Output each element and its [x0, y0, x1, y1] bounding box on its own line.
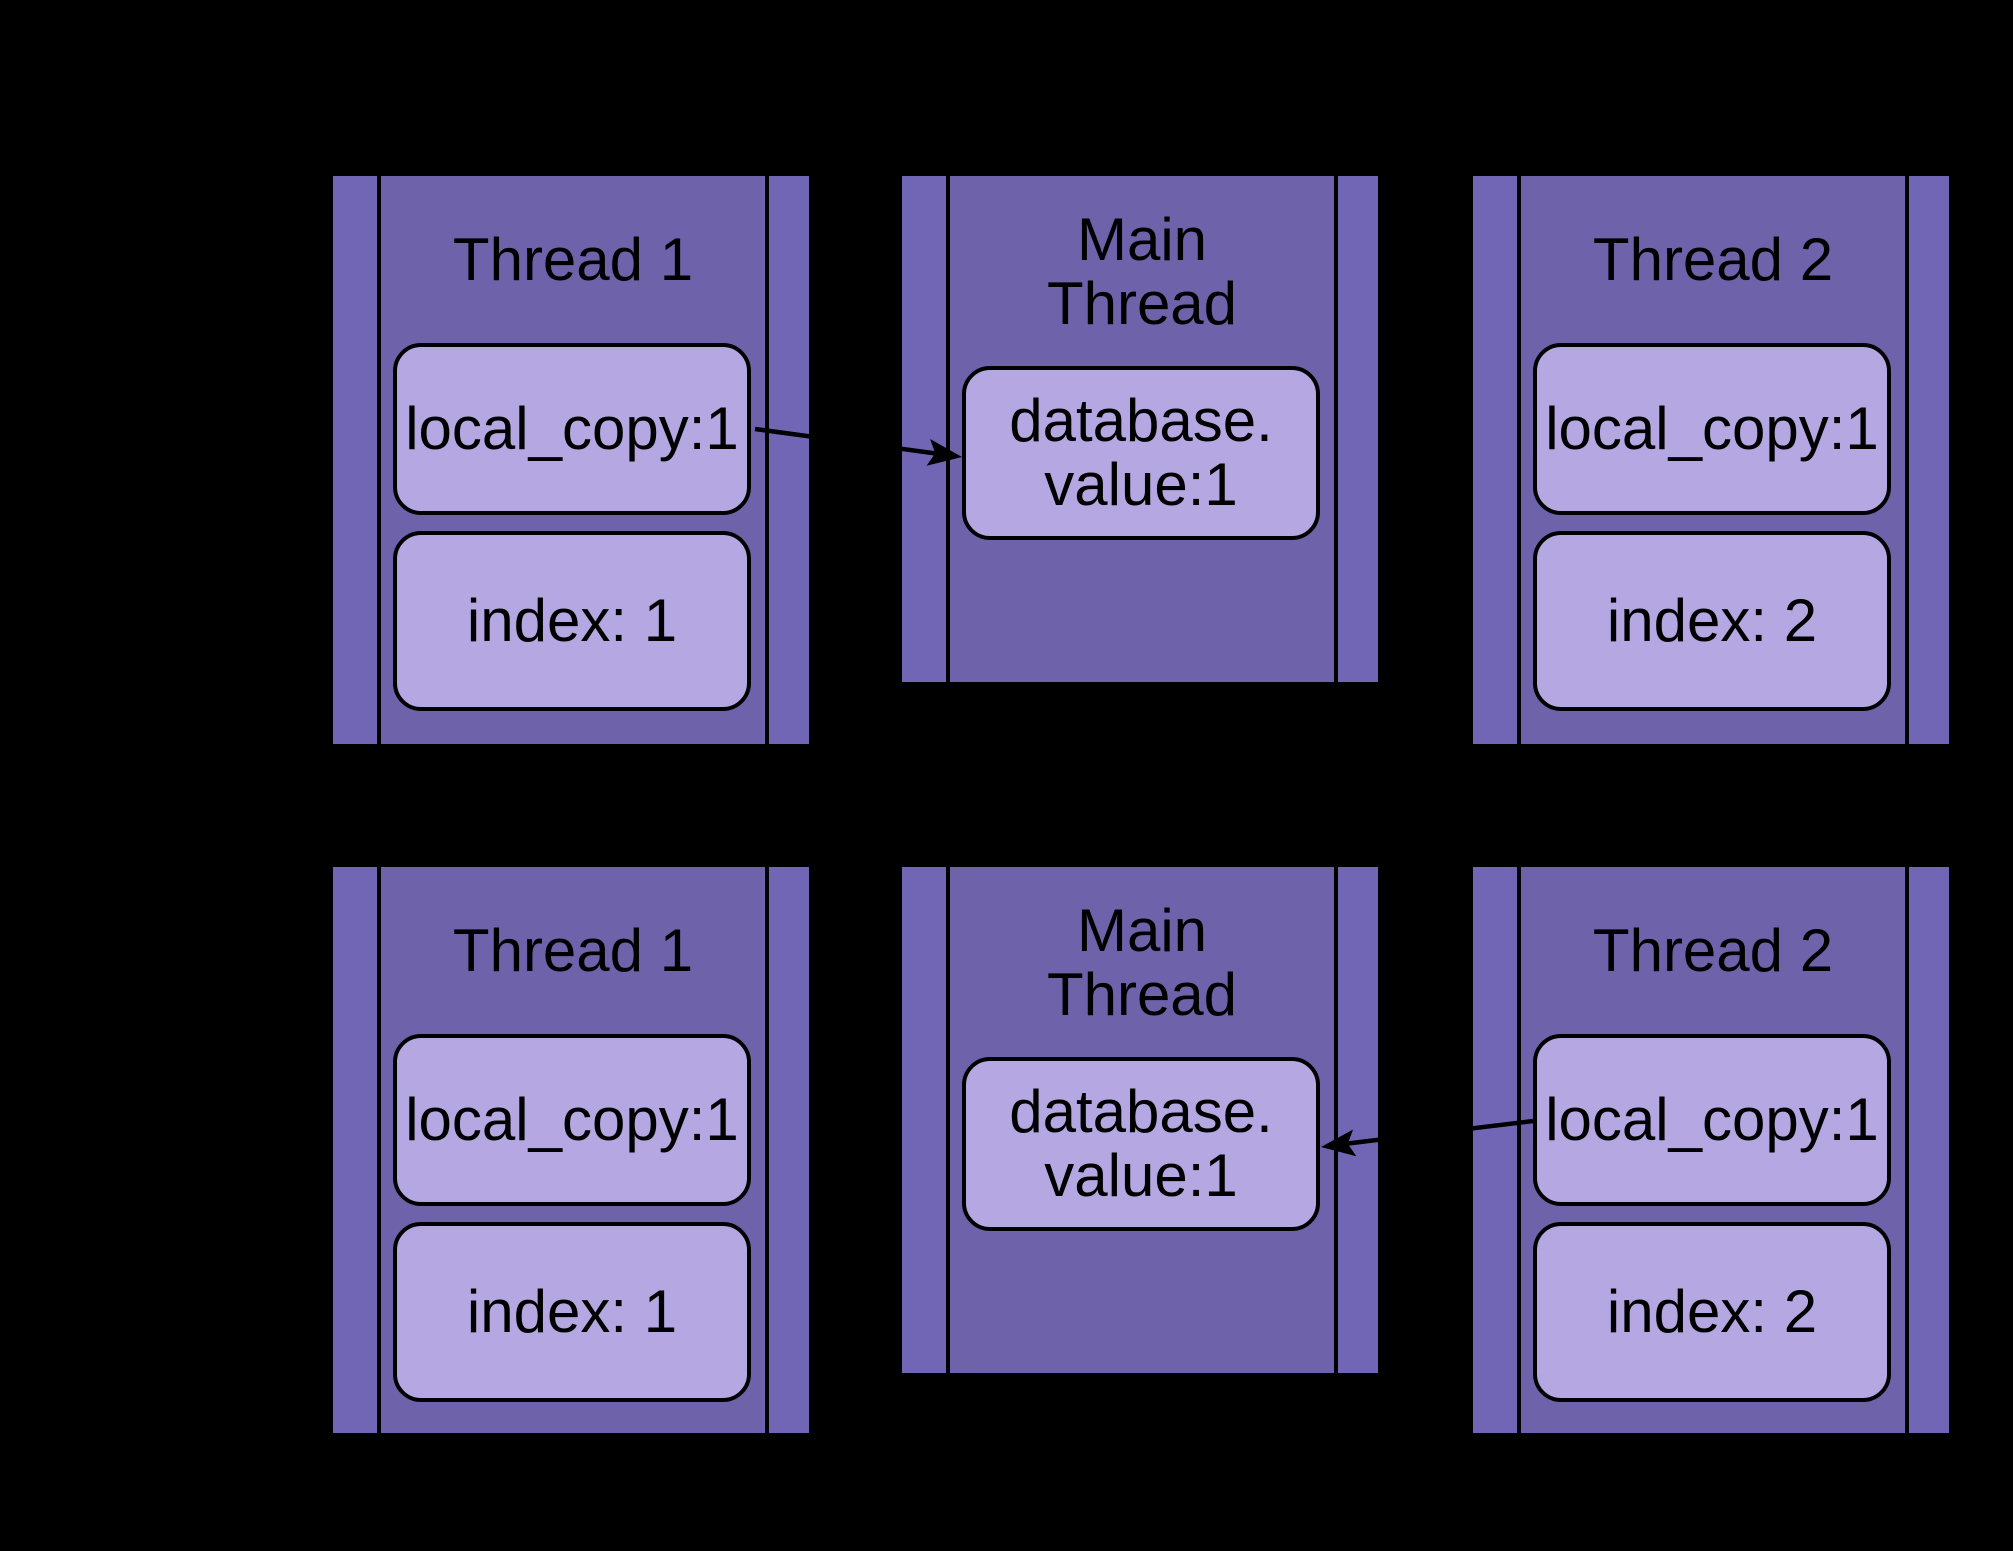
lane-right-rail	[1909, 176, 1949, 744]
row1-thread1-lane: Thread 1 local_copy:1 index: 1	[333, 176, 809, 744]
index-value: index: 2	[1606, 587, 1818, 654]
lane-title: Thread 1	[383, 867, 763, 1034]
lane-right-rail	[1338, 867, 1378, 1373]
database-value-line2: value:1	[1044, 451, 1238, 518]
lane-title-text: Thread 1	[452, 225, 694, 293]
row2-main-thread-lane: Main Thread database. value:1	[902, 867, 1378, 1373]
lane-title: Thread 2	[1523, 176, 1903, 343]
lane-title-text: Thread 2	[1592, 916, 1834, 984]
local-copy-box: local_copy:1	[393, 343, 751, 515]
index-value: index: 1	[466, 1278, 678, 1345]
lane-left-line	[1517, 867, 1521, 1433]
lane-title-text: Thread 2	[1592, 225, 1834, 293]
lane-left-rail	[1473, 176, 1517, 744]
lane-right-line	[1334, 176, 1338, 682]
database-value-line2: value:1	[1044, 1142, 1238, 1209]
lane-left-line	[946, 176, 950, 682]
local-copy-value: local_copy:1	[405, 395, 739, 462]
lane-title: Main Thread	[952, 176, 1332, 368]
index-box: index: 1	[393, 531, 751, 711]
lane-right-line	[765, 867, 769, 1433]
row1-thread2-lane: Thread 2 local_copy:1 index: 2	[1473, 176, 1949, 744]
database-value-box: database. value:1	[962, 1057, 1320, 1231]
local-copy-box: local_copy:1	[1533, 1034, 1891, 1206]
lane-left-rail	[333, 176, 377, 744]
lane-left-rail	[333, 867, 377, 1433]
database-value-line1: database.	[1009, 387, 1273, 454]
lane-right-rail	[1909, 867, 1949, 1433]
lane-left-rail	[902, 867, 946, 1373]
lane-right-line	[765, 176, 769, 744]
index-box: index: 2	[1533, 1222, 1891, 1402]
database-value-line1: database.	[1009, 1078, 1273, 1145]
index-value: index: 2	[1606, 1278, 1818, 1345]
lane-title-text: Thread 1	[452, 916, 694, 984]
lane-left-line	[377, 176, 381, 744]
row2-thread2-lane: Thread 2 local_copy:1 index: 2	[1473, 867, 1949, 1433]
lane-right-rail	[769, 176, 809, 744]
index-value: index: 1	[466, 587, 678, 654]
local-copy-box: local_copy:1	[393, 1034, 751, 1206]
lane-left-rail	[1473, 867, 1517, 1433]
row1-main-thread-lane: Main Thread database. value:1	[902, 176, 1378, 682]
lane-title: Thread 2	[1523, 867, 1903, 1034]
index-box: index: 1	[393, 1222, 751, 1402]
lane-title: Thread 1	[383, 176, 763, 343]
lane-left-line	[377, 867, 381, 1433]
local-copy-box: local_copy:1	[1533, 343, 1891, 515]
local-copy-value: local_copy:1	[405, 1086, 739, 1153]
index-box: index: 2	[1533, 531, 1891, 711]
lane-right-rail	[769, 867, 809, 1433]
local-copy-value: local_copy:1	[1545, 1086, 1879, 1153]
lane-right-line	[1905, 176, 1909, 744]
lane-title-line1: Main	[1076, 206, 1208, 273]
lane-left-rail	[902, 176, 946, 682]
lane-right-rail	[1338, 176, 1378, 682]
lane-right-line	[1905, 867, 1909, 1433]
lane-title-line2: Thread	[1046, 270, 1238, 337]
local-copy-value: local_copy:1	[1545, 395, 1879, 462]
database-value-box: database. value:1	[962, 366, 1320, 540]
row2-thread1-lane: Thread 1 local_copy:1 index: 1	[333, 867, 809, 1433]
lane-right-line	[1334, 867, 1338, 1373]
lane-title-line1: Main	[1076, 897, 1208, 964]
lane-left-line	[946, 867, 950, 1373]
lane-title-line2: Thread	[1046, 961, 1238, 1028]
lane-title: Main Thread	[952, 867, 1332, 1059]
lane-left-line	[1517, 176, 1521, 744]
